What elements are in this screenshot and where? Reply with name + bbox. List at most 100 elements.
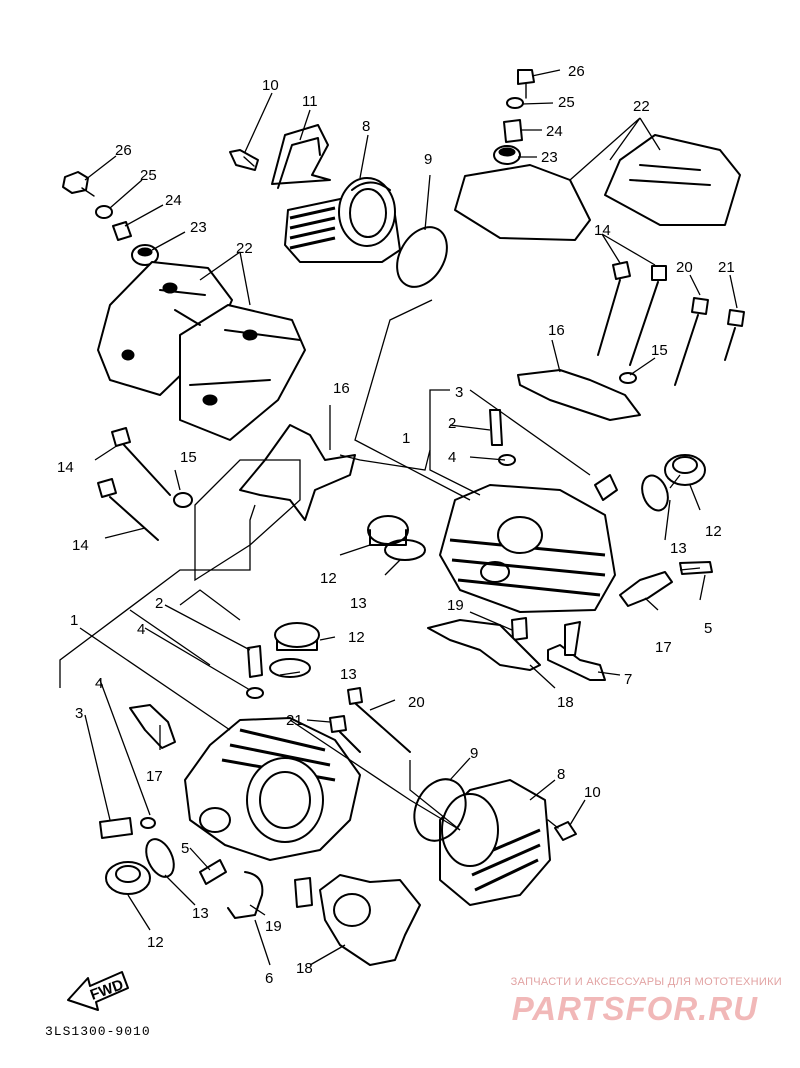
dowel-19-left xyxy=(294,877,313,908)
callout-12: 12 xyxy=(705,523,722,540)
callout-5-left: 5 xyxy=(181,840,189,857)
callout-3: 3 xyxy=(455,384,463,401)
callout-15: 15 xyxy=(651,342,668,359)
valve-guide-2-left xyxy=(247,645,263,678)
callout-13-left-lower: 13 xyxy=(192,905,209,922)
callout-20: 20 xyxy=(676,259,693,276)
callout-4-left: 4 xyxy=(137,621,145,638)
callout-13-mid: 13 xyxy=(350,595,367,612)
callout-9-front: 9 xyxy=(470,745,478,762)
callout-7: 7 xyxy=(624,671,632,688)
callout-2-left: 2 xyxy=(155,595,163,612)
o-ring-9-front xyxy=(413,778,467,842)
callout-20-left: 20 xyxy=(408,694,425,711)
callout-9: 9 xyxy=(424,151,432,168)
screw xyxy=(229,149,259,171)
cover-22-right-b xyxy=(604,134,741,226)
cap-12-right-upper xyxy=(664,454,706,486)
circlip-4-left xyxy=(246,687,264,699)
callout-14-left-a: 14 xyxy=(57,459,74,476)
callout-12-left-upper: 12 xyxy=(348,629,365,646)
callout-21-left: 21 xyxy=(286,712,303,729)
callout-13: 13 xyxy=(670,540,687,557)
callout-16: 16 xyxy=(548,322,565,339)
callout-22-right: 22 xyxy=(633,98,650,115)
callout-6: 6 xyxy=(265,970,273,987)
screw-10-front xyxy=(547,819,577,841)
watermark-logo: PARTSFOR.RU xyxy=(511,990,758,1027)
callout-15-left: 15 xyxy=(180,449,197,466)
callout-23-right: 23 xyxy=(541,149,558,166)
washer-15-right xyxy=(619,372,637,384)
washer-25-left xyxy=(95,205,113,219)
fwd-arrow-icon: FWD xyxy=(67,971,129,1011)
o-ring-13-right-upper xyxy=(641,474,669,512)
callout-14-left-b: 14 xyxy=(72,537,89,554)
stud-5-left xyxy=(199,859,227,885)
callout-22: 22 xyxy=(236,240,253,257)
callout-19: 19 xyxy=(447,597,464,614)
bolt-14-right-b xyxy=(629,265,667,366)
cap-12-left-lower xyxy=(105,861,151,895)
callout-labels: 26 25 24 23 22 14 21 20 15 16 3 2 1 4 12… xyxy=(57,63,735,987)
callout-14: 14 xyxy=(594,222,611,239)
callout-19-left: 19 xyxy=(265,918,282,935)
cover-22-left xyxy=(97,261,306,441)
callout-24-right: 24 xyxy=(546,123,563,140)
washer-15-left xyxy=(173,492,193,508)
callout-11: 11 xyxy=(302,93,318,110)
circlip-4-left-b xyxy=(140,817,156,829)
cover-22-right-ribs xyxy=(629,164,711,186)
dowel-19-right xyxy=(511,617,528,641)
pipe-7-upper xyxy=(564,621,581,656)
spark-plug-17-right xyxy=(619,571,673,607)
washer-25-right xyxy=(506,97,524,109)
valve-guide-3-left xyxy=(99,817,133,839)
bolt-14-left-b xyxy=(97,478,159,541)
callout-1: 1 xyxy=(402,430,410,447)
callout-4: 4 xyxy=(448,449,456,466)
damper-23-right xyxy=(493,145,521,165)
intake-manifold-front xyxy=(439,779,551,906)
bracket-16-right xyxy=(517,369,641,421)
callout-8: 8 xyxy=(362,118,370,135)
valve-guide-2-right xyxy=(489,409,503,446)
intake-manifold-rear xyxy=(284,177,401,263)
callout-4-left-b: 4 xyxy=(95,675,103,692)
bolt-26-left xyxy=(62,171,95,197)
grommet-24-left xyxy=(112,221,132,241)
cap-12-left-upper xyxy=(274,622,320,651)
callout-24: 24 xyxy=(165,192,182,209)
callout-17: 17 xyxy=(655,639,672,656)
o-ring-13-left-lower xyxy=(145,838,175,878)
leader-lines xyxy=(59,69,738,966)
callout-8-front: 8 xyxy=(557,766,565,783)
bolt-14-left-a xyxy=(111,427,171,496)
grommet-24-right xyxy=(503,119,523,143)
callout-25: 25 xyxy=(140,167,157,184)
o-ring-13-right-lower xyxy=(384,539,426,561)
callout-10: 10 xyxy=(262,77,279,94)
callout-21: 21 xyxy=(718,259,735,276)
callout-12-left-lower: 12 xyxy=(147,934,164,951)
callout-10-front: 10 xyxy=(584,784,601,801)
cover-22-right-a xyxy=(454,164,591,241)
gasket-18-left xyxy=(319,874,421,966)
bolt-21-right xyxy=(724,309,745,361)
o-ring-9-rear xyxy=(396,226,448,288)
callout-18-left: 18 xyxy=(296,960,313,977)
cylinder-head-right xyxy=(439,484,616,613)
callout-17-left: 17 xyxy=(146,768,163,785)
callout-5: 5 xyxy=(704,620,712,637)
spark-plug-17-left xyxy=(129,704,176,749)
callout-2: 2 xyxy=(448,415,456,432)
bolt-14-right-a xyxy=(597,261,631,356)
bracket-16-left xyxy=(239,424,356,521)
bolt-21-left xyxy=(329,715,361,753)
callout-26: 26 xyxy=(115,142,132,159)
callout-12-mid: 12 xyxy=(320,570,337,587)
damper-23-left xyxy=(131,244,159,266)
gasket-18-bore xyxy=(333,893,371,927)
callout-18: 18 xyxy=(557,694,574,711)
